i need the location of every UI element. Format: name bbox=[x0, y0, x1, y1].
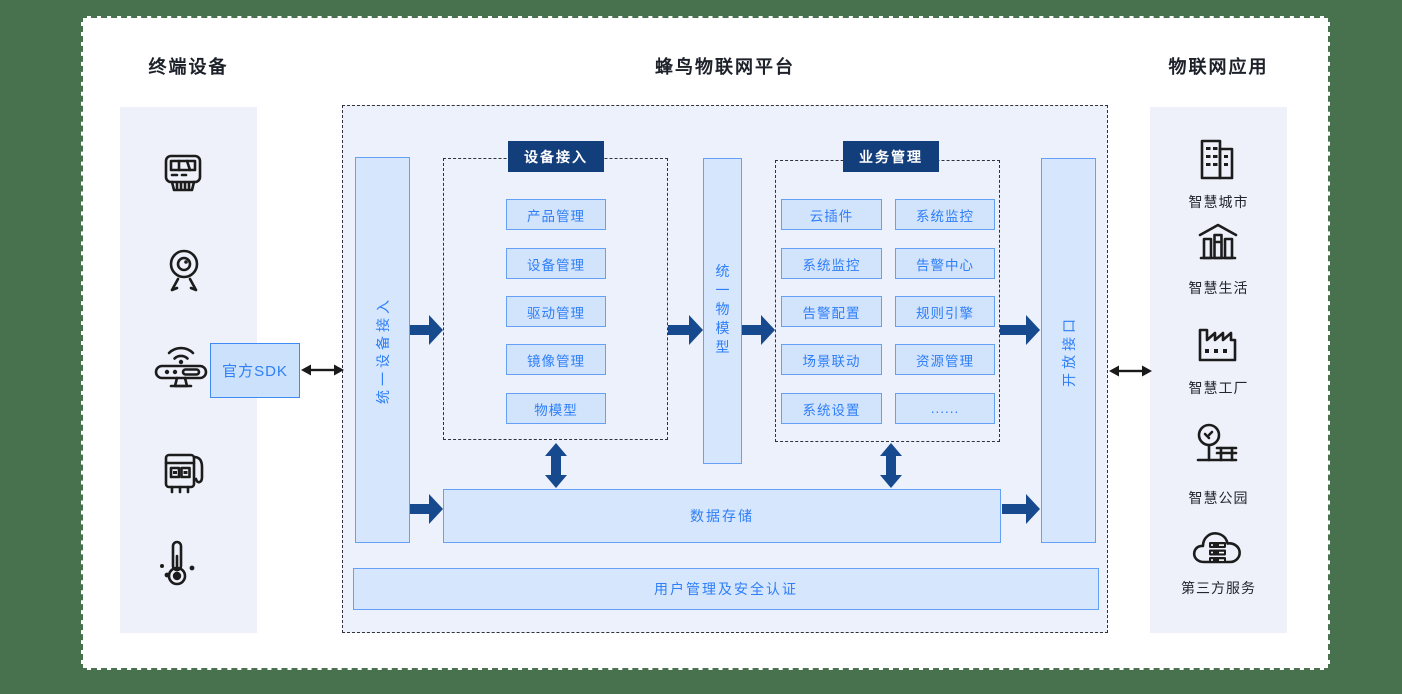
gateway-icon bbox=[154, 346, 208, 388]
system-monitor-2-button: 系统监控 bbox=[895, 199, 995, 230]
thermometer-icon bbox=[160, 540, 195, 586]
third-party-icon bbox=[1192, 532, 1241, 564]
official-sdk-box: 官方SDK bbox=[210, 343, 300, 398]
unified-thing-model-bar: 统一物模型 bbox=[703, 158, 742, 464]
smart-park-label: 智慧公园 bbox=[1188, 490, 1249, 506]
resource-mgmt-button: 资源管理 bbox=[895, 344, 995, 375]
thing-model-button: 物模型 bbox=[506, 393, 606, 424]
park-icon bbox=[1196, 423, 1238, 462]
alarm-center-button: 告警中心 bbox=[895, 248, 995, 279]
city-icon bbox=[1200, 139, 1234, 180]
open-api-bar-label: 开放接口 bbox=[1060, 314, 1077, 387]
product-mgmt-button: 产品管理 bbox=[506, 199, 606, 230]
scene-linkage-button: 场景联动 bbox=[781, 344, 882, 375]
electric-meter-icon bbox=[164, 154, 202, 192]
apps-column-title: 物联网应用 bbox=[1168, 57, 1269, 77]
more-ellipsis-button: ...... bbox=[895, 393, 995, 424]
system-monitor-button: 系统监控 bbox=[781, 248, 882, 279]
alarm-config-button: 告警配置 bbox=[781, 296, 882, 327]
open-api-bar: 开放接口 bbox=[1041, 158, 1096, 543]
device-mgmt-button: 设备管理 bbox=[506, 248, 606, 279]
driver-mgmt-button: 驱动管理 bbox=[506, 296, 606, 327]
smart-factory-label: 智慧工厂 bbox=[1188, 380, 1249, 396]
business-mgmt-badge: 业务管理 bbox=[843, 141, 939, 172]
data-storage-bar: 数据存储 bbox=[443, 489, 1001, 543]
unified-thing-model-label: 统一物模型 bbox=[714, 263, 731, 359]
smart-city-label: 智慧城市 bbox=[1188, 194, 1249, 210]
image-mgmt-button: 镜像管理 bbox=[506, 344, 606, 375]
cloud-plugin-button: 云插件 bbox=[781, 199, 882, 230]
webcam-icon bbox=[169, 249, 199, 292]
factory-icon bbox=[1198, 328, 1237, 362]
controller-icon bbox=[164, 453, 204, 494]
life-icon bbox=[1198, 223, 1238, 260]
device-access-badge: 设备接入 bbox=[508, 141, 604, 172]
rule-engine-button: 规则引擎 bbox=[895, 296, 995, 327]
system-settings-button: 系统设置 bbox=[781, 393, 882, 424]
unified-access-bar: 统一设备接入 bbox=[355, 157, 410, 543]
devices-column-title: 终端设备 bbox=[148, 57, 229, 77]
smart-life-label: 智慧生活 bbox=[1188, 280, 1249, 296]
third-party-service-label: 第三方服务 bbox=[1181, 580, 1256, 596]
unified-access-bar-label: 统一设备接入 bbox=[374, 296, 391, 404]
user-security-bar: 用户管理及安全认证 bbox=[353, 568, 1099, 610]
platform-title: 蜂鸟物联网平台 bbox=[655, 57, 795, 77]
